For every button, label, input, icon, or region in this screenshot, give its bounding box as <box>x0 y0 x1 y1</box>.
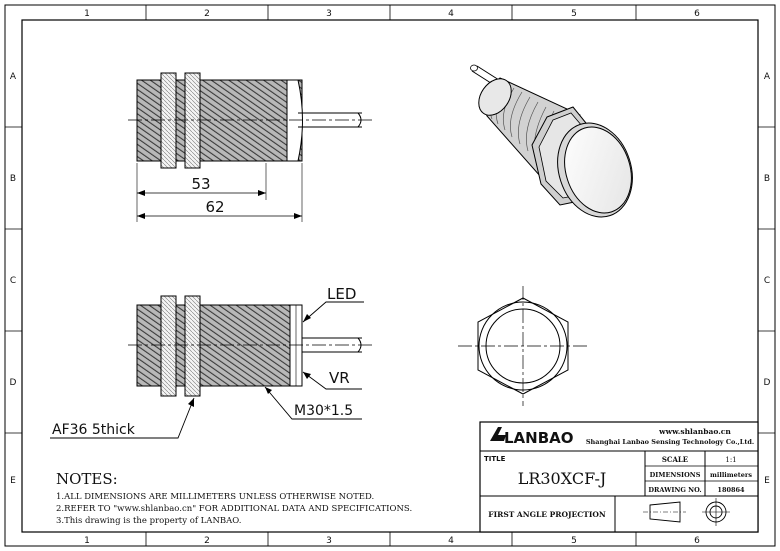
row-label-right: B <box>764 174 770 184</box>
drawing-no-value: 180864 <box>717 486 745 494</box>
lanbao-logo: LANBAO <box>490 427 574 447</box>
row-label-right: C <box>764 276 770 286</box>
col-label-bottom: 1 <box>84 536 90 546</box>
row-label-right: E <box>764 476 770 486</box>
row-label-left: B <box>10 174 16 184</box>
row-label-left: D <box>10 378 17 388</box>
nut <box>184 295 201 397</box>
col-label-bottom: 5 <box>571 536 577 546</box>
drawing-no-label: DRAWING NO. <box>648 486 701 494</box>
col-label-bottom: 2 <box>204 536 210 546</box>
note-line: 2.REFER TO "www.shlanbao.cn" FOR ADDITIO… <box>56 504 412 514</box>
title-label: TITLE <box>484 455 506 463</box>
title-block: LANBAO www.shlanbao.cn Shanghai Lanbao S… <box>479 421 759 533</box>
dimensions-value: millimeters <box>710 471 752 479</box>
isometric-view <box>470 64 633 218</box>
scale-value: 1:1 <box>725 456 736 464</box>
nut <box>160 295 177 397</box>
note-line: 1.ALL DIMENSIONS ARE MILLIMETERS UNLESS … <box>56 492 374 502</box>
front-view <box>458 286 588 406</box>
company-name: Shanghai Lanbao Sensing Technology Co.,L… <box>586 438 754 446</box>
col-label-top: 6 <box>694 9 700 19</box>
vr-label: VR <box>329 369 350 387</box>
dimension-62: 62 <box>205 198 224 216</box>
side-view-top: 53 62 <box>128 72 372 222</box>
col-label-bottom: 6 <box>694 536 700 546</box>
row-label-right: D <box>764 378 771 388</box>
col-label-top: 2 <box>204 9 210 19</box>
col-label-bottom: 3 <box>326 536 332 546</box>
vr-leader <box>302 371 362 390</box>
first-angle-projection-icon <box>643 498 730 526</box>
dimension-53: 53 <box>191 175 210 193</box>
sensing-face <box>564 126 632 214</box>
dimensions-label: DIMENSIONS <box>650 471 701 479</box>
projection-label: FIRST ANGLE PROJECTION <box>488 510 606 519</box>
logo-text: LANBAO <box>504 429 574 447</box>
drawing-title: LR30XCF-J <box>518 469 607 488</box>
nut-label: AF36 5thick <box>52 422 136 438</box>
thread-leader <box>264 386 362 420</box>
row-label-left: E <box>10 476 16 486</box>
col-label-top: 1 <box>84 9 90 19</box>
led-label: LED <box>327 285 356 303</box>
nut <box>160 72 177 169</box>
note-line: 3.This drawing is the property of LANBAO… <box>56 516 241 526</box>
col-label-top: 3 <box>326 9 332 19</box>
website: www.shlanbao.cn <box>658 427 731 436</box>
nut-leader <box>50 397 195 439</box>
led-leader <box>302 301 364 323</box>
frame: 1 2 3 4 5 6 1 2 3 4 5 6 A B C D E A B C … <box>4 4 776 547</box>
notes: NOTES: 1.ALL DIMENSIONS ARE MILLIMETERS … <box>56 470 412 526</box>
col-label-top: 5 <box>571 9 577 19</box>
col-label-bottom: 4 <box>448 536 454 546</box>
row-label-right: A <box>764 72 771 82</box>
col-label-top: 4 <box>448 9 454 19</box>
row-label-left: A <box>10 72 17 82</box>
sensing-face <box>286 79 303 162</box>
notes-heading: NOTES: <box>56 470 118 488</box>
nut <box>184 72 201 169</box>
row-label-left: C <box>10 276 16 286</box>
thread-label: M30*1.5 <box>294 403 353 419</box>
side-view-bottom: LED VR M30*1.5 AF36 5thick <box>50 285 372 439</box>
scale-label: SCALE <box>662 455 688 464</box>
